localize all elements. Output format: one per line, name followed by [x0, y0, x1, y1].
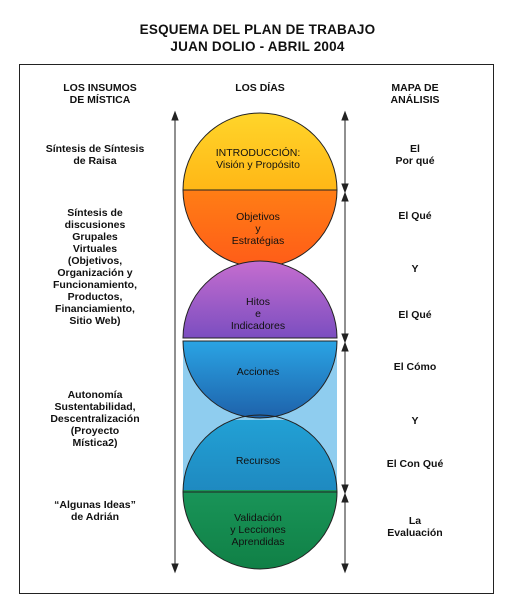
left-item-3-line-4: (Proyecto — [70, 425, 120, 437]
right-item-y-2: Y — [365, 415, 465, 427]
right-item-el-como: El Cómo — [365, 361, 465, 373]
left-item-2-line-7: Funcionamiento, — [53, 279, 137, 291]
left-double-arrow — [171, 110, 179, 574]
left-item-2-line-10: Sitio Web) — [69, 315, 121, 327]
center-acciones-line-1: Acciones — [236, 366, 280, 378]
center-hitos-line-1: Hitos — [246, 296, 270, 308]
left-item-sintesis-raisa: Síntesis de Síntesis de Raisa — [30, 143, 160, 167]
center-validacion: Validación y Lecciones Aprendidas — [188, 512, 328, 548]
right-segment-arrows — [341, 110, 349, 574]
right-item-3-line-1: Y — [411, 263, 419, 275]
center-hitos: Hitos e Indicadores — [188, 296, 328, 332]
right-item-y-1: Y — [365, 263, 465, 275]
right-item-5-line-1: El Cómo — [393, 361, 437, 373]
center-recursos: Recursos — [188, 455, 328, 467]
center-hitos-line-3: Indicadores — [230, 320, 286, 332]
sphere-hitos — [182, 260, 338, 339]
right-item-evaluacion: La Evaluación — [365, 515, 465, 539]
right-item-el-que-2: El Qué — [365, 309, 465, 321]
right-item-8-line-2: Evaluación — [387, 527, 443, 539]
center-hitos-line-2: e — [255, 308, 261, 320]
right-item-2-line-1: El Qué — [398, 210, 432, 222]
right-item-7-line-1: El Con Qué — [386, 458, 444, 470]
header-insumos-line-1: LOS INSUMOS — [63, 82, 137, 94]
header-dias: LOS DÍAS — [235, 82, 285, 94]
center-validacion-line-3: Aprendidas — [231, 536, 285, 548]
left-item-2-line-9: Financiamiento, — [55, 303, 135, 315]
right-item-1-line-2: Por qué — [395, 155, 435, 167]
center-recursos-line-1: Recursos — [235, 455, 281, 467]
sphere-recursos-validacion — [182, 414, 338, 570]
title-line-1: ESQUEMA DEL PLAN DE TRABAJO — [139, 22, 376, 37]
header-analisis-line-1: MAPA DE — [391, 82, 439, 94]
center-introduccion-line-1: INTRODUCCIÓN: — [215, 147, 301, 159]
right-item-por-que: El Por qué — [365, 143, 465, 167]
sphere-acciones — [182, 340, 338, 419]
left-item-4-line-1: “Algunas Ideas” — [54, 499, 136, 511]
left-item-2-line-5: (Objetivos, — [67, 255, 123, 267]
header-analisis-line-2: ANÁLISIS — [390, 94, 440, 106]
center-validacion-line-1: Validación — [234, 512, 282, 524]
center-objetivos-line-3: Estratégias — [231, 235, 285, 247]
left-item-2-line-2: discusiones — [64, 219, 126, 231]
center-introduccion-line-2: Visión y Propósito — [216, 159, 300, 171]
left-item-3-line-2: Sustentabilidad, — [54, 401, 136, 413]
left-item-algunas-ideas: “Algunas Ideas” de Adrián — [30, 499, 160, 523]
right-item-el-que-1: El Qué — [365, 210, 465, 222]
center-objetivos: Objetivos y Estratégias — [188, 211, 328, 247]
left-item-2-line-6: Organización y — [57, 267, 133, 279]
left-item-2-line-8: Productos, — [67, 291, 123, 303]
left-item-3-line-1: Autonomía — [67, 389, 123, 401]
right-item-4-line-1: El Qué — [398, 309, 432, 321]
left-item-autonomia: Autonomía Sustentabilidad, Descentraliza… — [30, 389, 160, 449]
header-analisis: MAPA DE ANÁLISIS — [365, 82, 465, 106]
center-validacion-line-2: y Lecciones — [230, 524, 286, 536]
center-acciones: Acciones — [188, 366, 328, 378]
left-item-3-line-3: Descentralización — [50, 413, 140, 425]
left-item-discusiones: Síntesis de discusiones Grupales Virtual… — [30, 207, 160, 327]
right-item-6-line-1: Y — [411, 415, 419, 427]
title-line-2: JUAN DOLIO - ABRIL 2004 — [170, 39, 345, 54]
left-item-3-line-5: Mística2) — [72, 437, 118, 449]
center-objetivos-line-1: Objetivos — [236, 211, 280, 223]
right-item-con-que: El Con Qué — [365, 458, 465, 470]
left-item-1-line-2: de Raisa — [73, 155, 117, 167]
right-item-1-line-1: El — [410, 143, 420, 155]
header-insumos-line-2: DE MÍSTICA — [69, 94, 131, 106]
center-objetivos-line-2: y — [255, 223, 261, 235]
left-item-2-line-1: Síntesis de — [67, 207, 123, 219]
diagram-frame — [19, 64, 494, 594]
left-item-1-line-1: Síntesis de Síntesis — [45, 143, 145, 155]
left-item-2-line-4: Virtuales — [72, 243, 118, 255]
header-insumos: LOS INSUMOS DE MÍSTICA — [40, 82, 160, 106]
sphere-introduccion-objetivos — [182, 112, 338, 268]
left-item-2-line-3: Grupales — [72, 231, 118, 243]
right-item-8-line-1: La — [408, 515, 422, 527]
center-introduccion: INTRODUCCIÓN: Visión y Propósito — [188, 147, 328, 171]
left-item-4-line-2: de Adrián — [70, 511, 120, 523]
